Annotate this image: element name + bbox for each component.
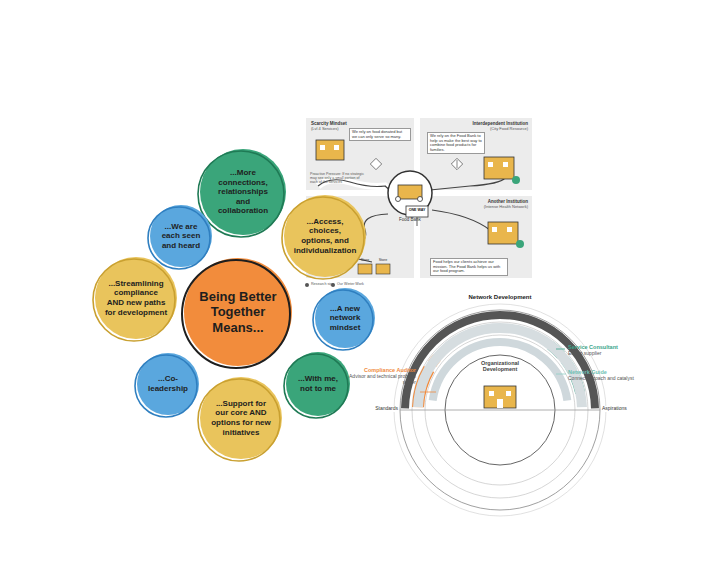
label: Store	[355, 258, 375, 262]
label: Store	[373, 258, 393, 262]
bubble-text: ...With me, not to me	[293, 374, 343, 393]
wheel-ring	[400, 310, 600, 510]
label: Compliance Auditor	[336, 367, 416, 373]
label: Proactive Pressure: If no strategic may …	[310, 172, 368, 184]
development-wheel	[394, 304, 606, 516]
idea-bubble: ...More connections, relationships and c…	[199, 148, 287, 236]
label: Network Guide	[568, 369, 648, 375]
wheel-arc	[418, 328, 582, 407]
quote-text: Food helps our clients achieve our missi…	[430, 258, 508, 276]
label: Research sign	[311, 282, 335, 286]
bubble-text: ...Support for our core AND options for …	[210, 399, 273, 437]
label: Advisor and technical problem solver	[336, 374, 416, 386]
label: Interdependent Institution	[466, 121, 528, 126]
idea-bubble: ...Streamlining compliance AND new paths…	[94, 256, 178, 340]
bubble-text: ...Co-leadership	[144, 374, 192, 393]
wheel-arc	[405, 315, 595, 408]
bubble-text: ...Access, choices, options, and individ…	[294, 217, 357, 255]
idea-bubble: ...A new network mindset	[314, 287, 376, 349]
label: Organizational Development	[468, 360, 532, 373]
quote-text: We rely on food donated but we can only …	[349, 128, 411, 141]
idea-bubble: ...Access, choices, options, and individ…	[283, 194, 367, 278]
label: (City Food Resource)	[466, 127, 528, 132]
label: Network Development	[450, 294, 550, 301]
bubble-text: ...More connections, relationships and c…	[210, 168, 276, 216]
center-circle: Being Better Together Means...	[183, 257, 293, 367]
wheel-ring	[394, 304, 606, 516]
bubble-text: ...Streamlining compliance AND new paths…	[105, 279, 168, 317]
label: (Intense Health Network)	[466, 205, 528, 210]
idea-bubble: ...We are each seen and heard	[149, 204, 213, 268]
label: ONE WAY	[407, 208, 427, 212]
quote-text: We rely on the Food Bank to help us make…	[427, 132, 485, 154]
bubble-text: ...A new network mindset	[322, 304, 369, 333]
label: Our Winter Work	[337, 282, 371, 286]
label: Aspirations	[602, 406, 642, 412]
building-icon	[484, 386, 516, 408]
label: Scarcity Mindset	[311, 121, 371, 126]
label: Food Bank	[392, 217, 428, 222]
idea-bubble: ...Co-leadership	[136, 352, 200, 416]
label: Another Institution	[466, 199, 528, 204]
bubble-text: ...We are each seen and heard	[157, 222, 205, 251]
label: Standards	[360, 406, 398, 412]
label: Expert supplier	[568, 351, 648, 357]
idea-bubble: ...With me, not to me	[285, 351, 351, 417]
bubble-text: Being Better Together Means...	[198, 289, 278, 336]
label: Service Consultant	[568, 344, 648, 350]
label: Connector coach and catalyst	[568, 376, 648, 382]
idea-bubble: ...Support for our core AND options for …	[199, 376, 283, 460]
